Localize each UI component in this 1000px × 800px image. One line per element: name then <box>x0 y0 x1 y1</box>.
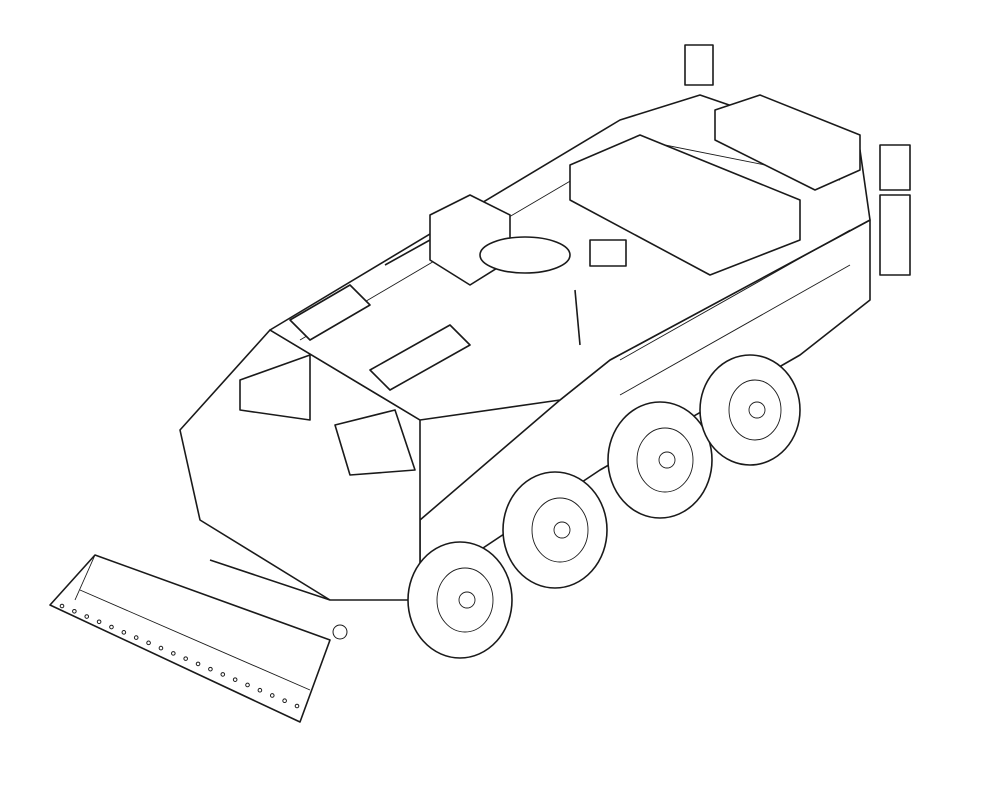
bolt-hole <box>59 603 65 609</box>
bolt-hole <box>269 693 275 698</box>
blade-bolt-holes <box>59 603 300 709</box>
bolt-hole <box>294 703 300 709</box>
hatch-ring <box>479 236 571 274</box>
bolt-hole <box>257 687 263 693</box>
bolt-hole <box>158 645 164 651</box>
engine-grille-2 <box>369 324 471 391</box>
bolt-hole <box>232 677 238 682</box>
engine-grille-1 <box>289 284 371 341</box>
side-rail <box>619 229 851 361</box>
bolt-hole <box>195 661 201 667</box>
dozer-blade <box>49 554 348 723</box>
blade-arm <box>209 559 331 601</box>
bolt-hole <box>121 630 127 635</box>
rear-light-box <box>879 144 911 191</box>
wheel-2 <box>502 471 608 589</box>
wheel-4 <box>699 354 801 466</box>
driver-vision-block <box>334 409 416 476</box>
wheel-3 <box>607 401 713 519</box>
bolt-hole <box>146 640 151 646</box>
bolt-hole <box>109 624 114 630</box>
antenna-mast <box>574 289 581 346</box>
bolt-hole <box>171 651 176 656</box>
storage-box <box>569 134 801 276</box>
bolt-hole <box>133 635 139 640</box>
wheels <box>407 354 801 659</box>
gun-barrel <box>384 239 431 266</box>
bolt-hole <box>220 672 226 677</box>
front-plate-left <box>239 354 311 421</box>
bolt-hole <box>208 666 213 672</box>
rear-antenna-box <box>684 44 714 86</box>
bolt-hole <box>84 614 90 619</box>
bolt-hole <box>72 608 77 614</box>
commander-hatch <box>589 239 627 267</box>
blade-pivot <box>332 624 348 640</box>
roof-equipment <box>239 44 911 476</box>
bolt-hole <box>183 656 188 661</box>
bolt-hole <box>282 698 287 704</box>
wheel-1 <box>407 541 513 659</box>
side-rail-lower <box>619 264 851 396</box>
bolt-hole <box>245 682 250 688</box>
bolt-hole <box>96 619 102 625</box>
rear-panel <box>879 194 911 276</box>
rear-basket <box>714 94 861 191</box>
